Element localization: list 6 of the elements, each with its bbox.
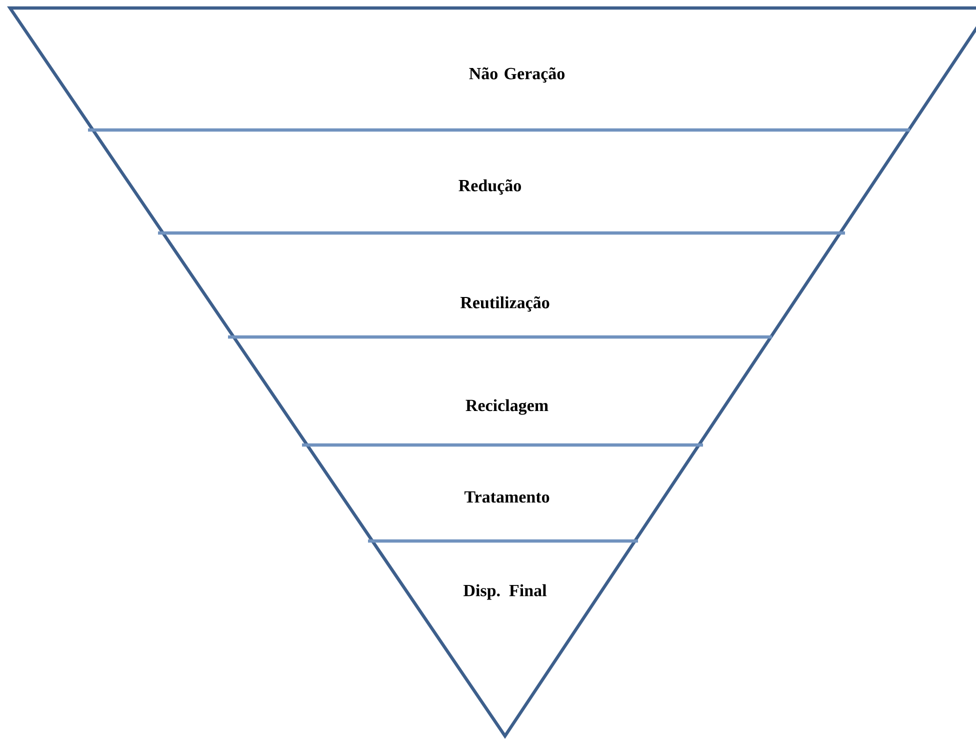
band-label: Redução <box>458 179 521 195</box>
band-label: Tratamento <box>464 491 550 503</box>
band-label: Reciclagem <box>466 399 548 415</box>
band-label: Disp. Final <box>464 584 546 600</box>
band-label: Reutilização <box>460 296 550 312</box>
band-label: Não Geração <box>469 67 565 83</box>
